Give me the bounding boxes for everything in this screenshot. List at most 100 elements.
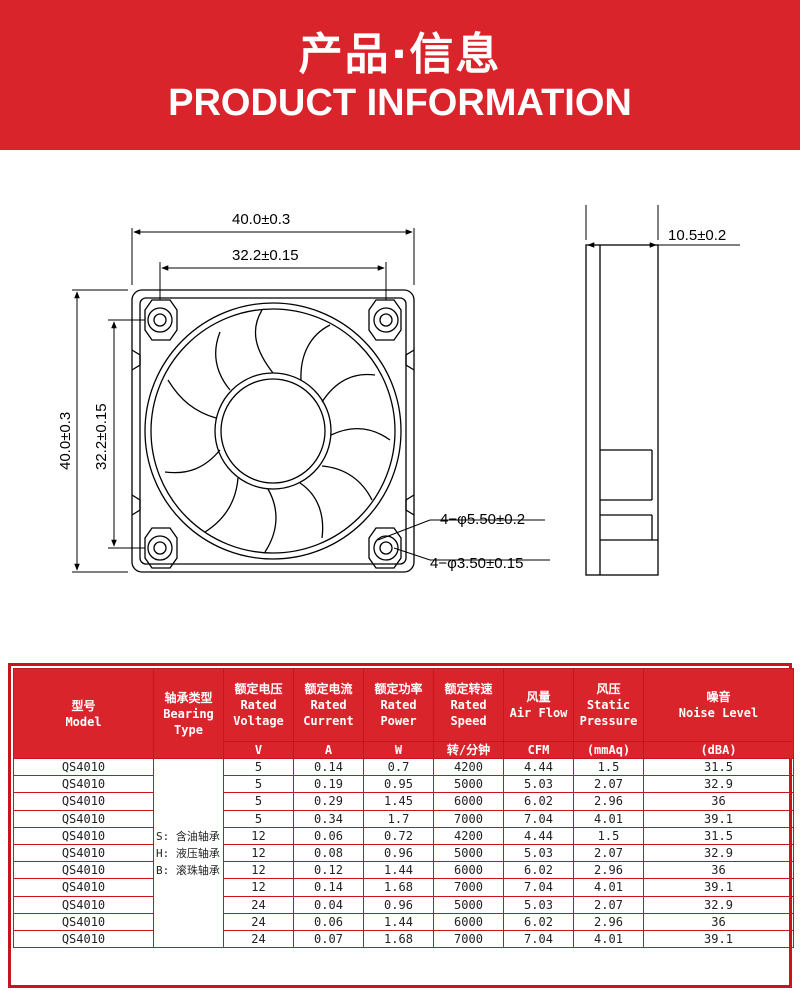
header-banner: 产品·信息 PRODUCT INFORMATION [0,0,800,150]
cell-model: QS4010 [13,775,154,794]
table-cell: 36 [643,792,794,811]
table-cell: 2.07 [573,895,644,914]
dim-hole-inner: 4−φ3.50±0.15 [430,555,523,572]
table-cell: 5000 [433,775,504,794]
cell-model: QS4010 [13,826,154,845]
table-cell: 6000 [433,861,504,880]
bearing-note: S: 含油轴承 [156,829,220,843]
fan-frame-outline [131,289,415,573]
table-cell: 12 [223,878,294,897]
unit-pressure: (mmAq) [573,741,644,759]
table-cell: 4.44 [503,757,574,777]
table-cell: 2.07 [573,775,644,794]
table-cell: 7.04 [503,809,574,828]
title-chinese: 产品·信息 [298,29,502,80]
cell-model: QS4010 [13,912,154,931]
table-cell: 0.06 [293,912,364,931]
table-cell: 4200 [433,826,504,845]
table-cell: 5 [223,809,294,828]
table-cell: 1.7 [363,809,434,828]
table-cell: 1.44 [363,861,434,880]
table-cell: 5.03 [503,895,574,914]
fan-blade-circle [144,302,402,560]
mount-hole [147,535,173,561]
table-cell: 0.07 [293,929,364,949]
table-cell: 0.08 [293,843,364,863]
table-cell: 24 [223,912,294,931]
table-cell: 0.04 [293,895,364,914]
table-cell: 0.7 [363,757,434,777]
table-cell: 24 [223,929,294,949]
cell-model: QS4010 [13,792,154,811]
table-cell: 0.29 [293,792,364,811]
table-cell: 0.95 [363,775,434,794]
table-cell: 7.04 [503,878,574,897]
unit-noise: (dBA) [643,741,794,759]
dim-width-outer: 40.0±0.3 [232,211,290,228]
table-cell: 1.44 [363,912,434,931]
table-cell: 39.1 [643,929,794,949]
unit-air-flow: CFM [503,741,574,759]
table-cell: 32.9 [643,895,794,914]
cell-model: QS4010 [13,861,154,880]
table-cell: 32.9 [643,843,794,863]
table-cell: 7.04 [503,929,574,949]
table-cell: 6000 [433,912,504,931]
table-cell: 32.9 [643,775,794,794]
table-units-row: V A W 转/分钟 CFM (mmAq) (dBA) [14,741,794,759]
dim-width-inner: 32.2±0.15 [232,247,299,264]
table-cell: 5.03 [503,843,574,863]
table-cell: 5 [223,775,294,794]
table-cell: 5000 [433,895,504,914]
fan-dimension-drawing: 40.0±0.3 32.2±0.15 40.0±0.3 32.2±0.15 10… [0,150,800,660]
mount-hole [147,307,173,333]
table-cell: 5000 [433,843,504,863]
table-cell: 5 [223,792,294,811]
table-cell: 7000 [433,878,504,897]
table-cell: 7000 [433,809,504,828]
table-cell: 36 [643,861,794,880]
fan-side-view [585,244,659,576]
table-cell: 0.19 [293,775,364,794]
bearing-note: B: 滚珠轴承 [156,863,220,877]
table-cell: 4.01 [573,809,644,828]
cell-model: QS4010 [13,895,154,914]
title-english: PRODUCT INFORMATION [168,82,632,124]
fan-hub [214,372,332,490]
table-cell: 6000 [433,792,504,811]
table-cell: 31.5 [643,757,794,777]
table-cell: 0.06 [293,826,364,845]
table-cell: 2.96 [573,792,644,811]
table-cell: 5.03 [503,775,574,794]
table-cell: 12 [223,843,294,863]
table-cell: 2.96 [573,912,644,931]
mount-hole [373,535,399,561]
table-cell: 1.68 [363,878,434,897]
technical-drawing: 40.0±0.3 32.2±0.15 40.0±0.3 32.2±0.15 10… [57,205,740,576]
table-cell: 5 [223,757,294,777]
table-cell: 0.96 [363,895,434,914]
table-cell: 2.07 [573,843,644,863]
table-cell: 6.02 [503,912,574,931]
dim-height-outer: 40.0±0.3 [57,412,74,470]
table-cell: 36 [643,912,794,931]
unit-speed: 转/分钟 [433,741,504,759]
table-cell: 1.68 [363,929,434,949]
